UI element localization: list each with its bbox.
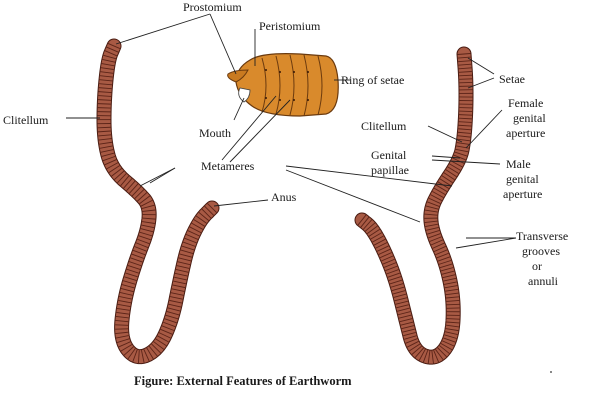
leader-lines [66, 14, 516, 248]
label-male-genital-aperture-3: aperture [503, 187, 542, 201]
label-clitellum-left: Clitellum [3, 113, 49, 127]
right-worm-segment-ring [459, 79, 472, 80]
label-peristomium: Peristomium [259, 19, 321, 33]
label-mouth: Mouth [199, 126, 231, 140]
right-worm-segment-ring [447, 304, 460, 305]
right-earthworm [358, 54, 473, 364]
label-transverse-grooves-1: Transverse [516, 229, 568, 243]
label-female-genital-aperture-1: Female [508, 96, 543, 110]
diagram-labels: Prostomium Peristomium Ring of setae Mou… [3, 0, 568, 288]
left-worm-segment-ring [98, 127, 111, 128]
label-female-genital-aperture-2: genital [513, 111, 546, 125]
label-anus: Anus [271, 190, 297, 204]
label-transverse-grooves-4: annuli [528, 274, 559, 288]
left-worm-body-fill [104, 46, 212, 357]
label-male-genital-aperture-1: Male [506, 157, 531, 171]
figure-caption: Figure: External Features of Earthworm [134, 374, 352, 388]
label-metameres: Metameres [201, 159, 255, 173]
label-male-genital-aperture-2: genital [506, 172, 539, 186]
label-genital-papillae-1: Genital [371, 148, 407, 162]
label-female-genital-aperture-3: aperture [506, 126, 545, 140]
label-transverse-grooves-2: grooves [522, 244, 560, 258]
left-earthworm [98, 43, 217, 363]
label-genital-papillae-2: papillae [371, 163, 409, 177]
label-setae: Setae [499, 72, 525, 86]
head-body [236, 54, 338, 116]
stray-dot [550, 371, 552, 373]
label-prostomium: Prostomium [183, 0, 242, 14]
label-clitellum-right: Clitellum [361, 119, 407, 133]
right-worm-segment-ring [459, 115, 472, 116]
left-worm-segment-ring [115, 325, 128, 326]
label-transverse-grooves-3: or [532, 259, 542, 273]
label-ring-of-setae: Ring of setae [341, 73, 404, 87]
